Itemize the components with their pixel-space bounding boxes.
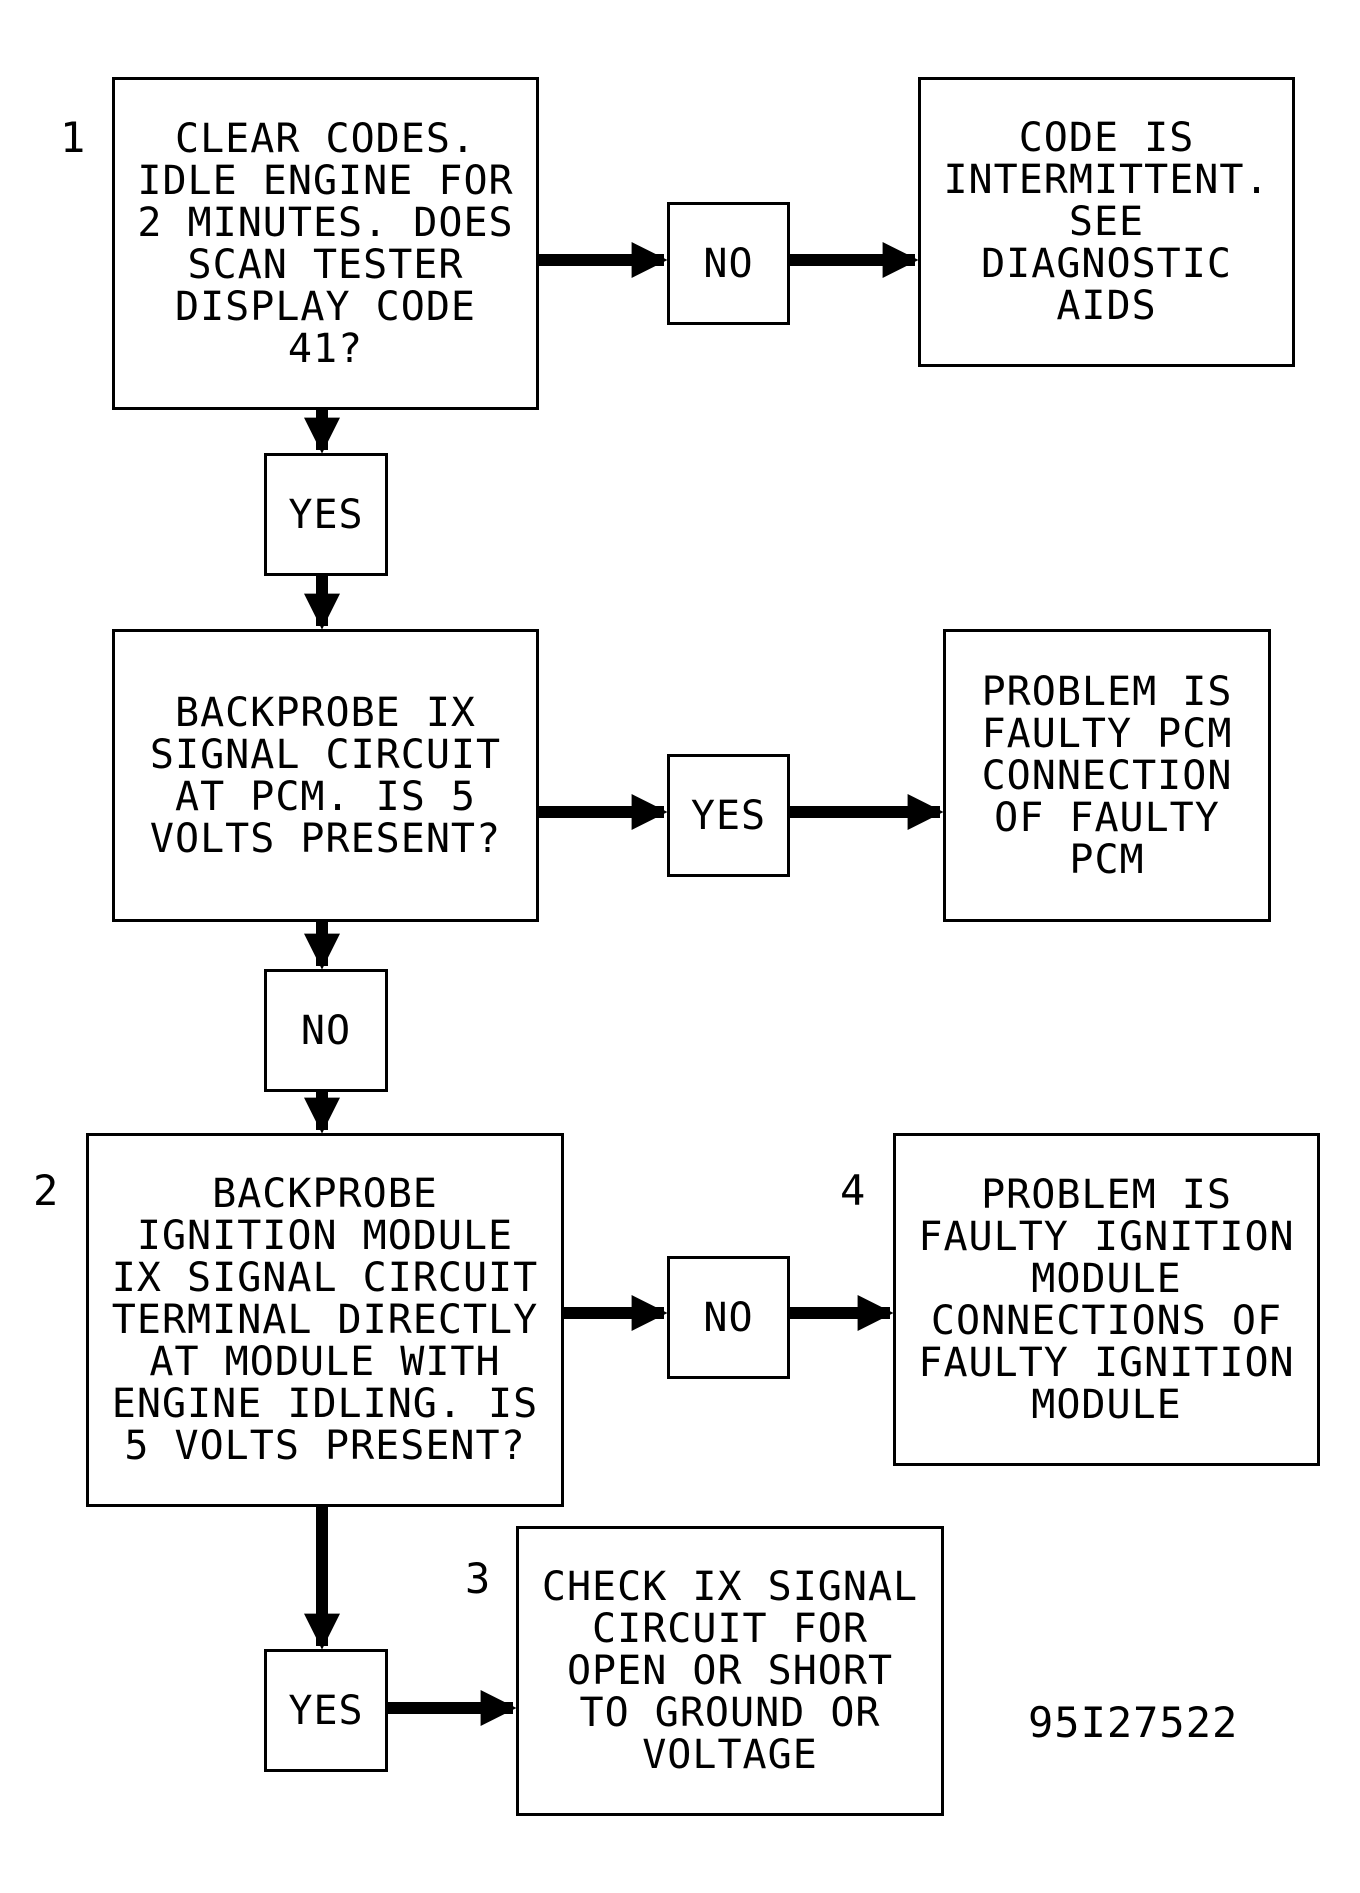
decision-label: YES [288, 491, 364, 538]
decision-label: YES [690, 792, 767, 839]
step4-box: PROBLEM IS FAULTY IGNITION MODULE CONNEC… [893, 1133, 1320, 1466]
step-number-4: 4 [840, 1166, 866, 1215]
decision-pcm-no: NO [264, 969, 388, 1092]
step1-text: CLEAR CODES. IDLE ENGINE FOR 2 MINUTES. … [137, 115, 514, 372]
step2-box: BACKPROBE IGNITION MODULE IX SIGNAL CIRC… [86, 1133, 564, 1507]
intermittent-text: CODE IS INTERMITTENT. SEE DIAGNOSTIC AID… [943, 115, 1270, 329]
decision-label: NO [300, 1007, 352, 1054]
step-number-3: 3 [465, 1554, 491, 1603]
decision-step2-no: NO [667, 1256, 790, 1379]
step-number-2: 2 [33, 1166, 59, 1215]
decision-step1-yes: YES [264, 453, 388, 576]
step-number-1: 1 [60, 113, 86, 162]
intermittent-box: CODE IS INTERMITTENT. SEE DIAGNOSTIC AID… [918, 77, 1295, 367]
step3-text: CHECK IX SIGNAL CIRCUIT FOR OPEN OR SHOR… [541, 1564, 919, 1778]
step1-box: CLEAR CODES. IDLE ENGINE FOR 2 MINUTES. … [112, 77, 539, 410]
step3-box: CHECK IX SIGNAL CIRCUIT FOR OPEN OR SHOR… [516, 1526, 944, 1816]
backprobe-pcm-box: BACKPROBE IX SIGNAL CIRCUIT AT PCM. IS 5… [112, 629, 539, 922]
step2-text: BACKPROBE IGNITION MODULE IX SIGNAL CIRC… [111, 1171, 539, 1469]
decision-pcm-yes: YES [667, 754, 790, 877]
faulty-pcm-box: PROBLEM IS FAULTY PCM CONNECTION OF FAUL… [943, 629, 1271, 922]
faulty-pcm-text: PROBLEM IS FAULTY PCM CONNECTION OF FAUL… [981, 668, 1233, 883]
decision-step1-no: NO [667, 202, 790, 325]
figure-reference: 95I27522 [1028, 1698, 1239, 1747]
decision-label: NO [703, 240, 754, 287]
decision-label: YES [288, 1687, 364, 1734]
step4-text: PROBLEM IS FAULTY IGNITION MODULE CONNEC… [918, 1171, 1295, 1428]
decision-step2-yes: YES [264, 1649, 388, 1772]
backprobe-pcm-text: BACKPROBE IX SIGNAL CIRCUIT AT PCM. IS 5… [149, 689, 502, 862]
decision-label: NO [703, 1294, 754, 1341]
